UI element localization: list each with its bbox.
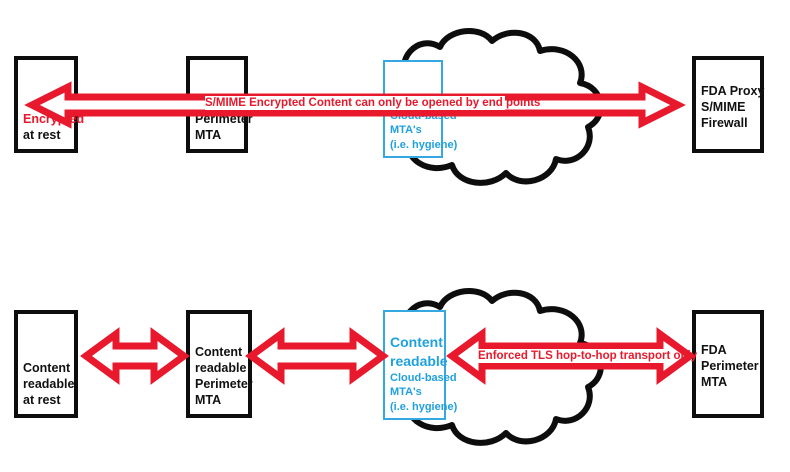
node-line-perimeter-2: Perimeter xyxy=(195,377,253,391)
node-line-mta-3: MTA xyxy=(701,375,728,389)
cloud-label-ie-hygiene-bottom: (i.e. hygiene) xyxy=(390,400,458,413)
tls-arrow-1 xyxy=(80,327,190,385)
node-line-perimeter-3: Perimeter xyxy=(701,359,759,373)
node-content-readable-at-rest[interactable]: Content readable at rest xyxy=(14,310,78,418)
node-line-mta-2: MTA xyxy=(195,393,222,407)
node-content-readable-perimeter-mta[interactable]: Content readable Perimeter MTA xyxy=(186,310,253,418)
node-line-content: Content xyxy=(23,361,71,375)
node-fda-proxy-smime-firewall[interactable]: FDA Proxy S/MIME Firewall xyxy=(692,56,764,153)
tls-arrow-label: Enforced TLS hop-to-hop transport only xyxy=(478,349,698,363)
cloud-mta-box-bottom: Content readable Cloud-based MTA's (i.e.… xyxy=(383,310,458,420)
node-line-smime: S/MIME xyxy=(701,99,746,114)
cloud-label-mtas: MTA's xyxy=(390,124,422,136)
node-line-at-rest-bottom: at rest xyxy=(23,393,61,407)
node-line-content-2: Content xyxy=(195,345,243,359)
node-line-fda: FDA xyxy=(701,343,727,357)
smime-arrow-label: S/MIME Encrypted Content can only be ope… xyxy=(205,96,541,110)
node-line-fda-proxy: FDA Proxy xyxy=(701,83,765,98)
node-fda-perimeter-mta[interactable]: FDA Perimeter MTA xyxy=(692,310,764,418)
node-line-firewall: Firewall xyxy=(701,115,748,130)
node-line-at-rest: at rest xyxy=(23,128,61,142)
cloud-label-readable: readable xyxy=(390,352,448,369)
cloud-label-mtas-bottom: MTA's xyxy=(390,386,422,398)
node-line-readable-2: readable xyxy=(195,361,247,375)
cloud-label-content: Content xyxy=(390,333,443,350)
tls-arrow-2 xyxy=(245,327,389,385)
node-line-readable: readable xyxy=(23,377,75,391)
cloud-label-ie-hygiene: (i.e. hygiene) xyxy=(390,138,458,151)
cloud-label-cloud-based-bottom: Cloud-based xyxy=(390,371,457,384)
node-line-mta: MTA xyxy=(195,128,222,142)
